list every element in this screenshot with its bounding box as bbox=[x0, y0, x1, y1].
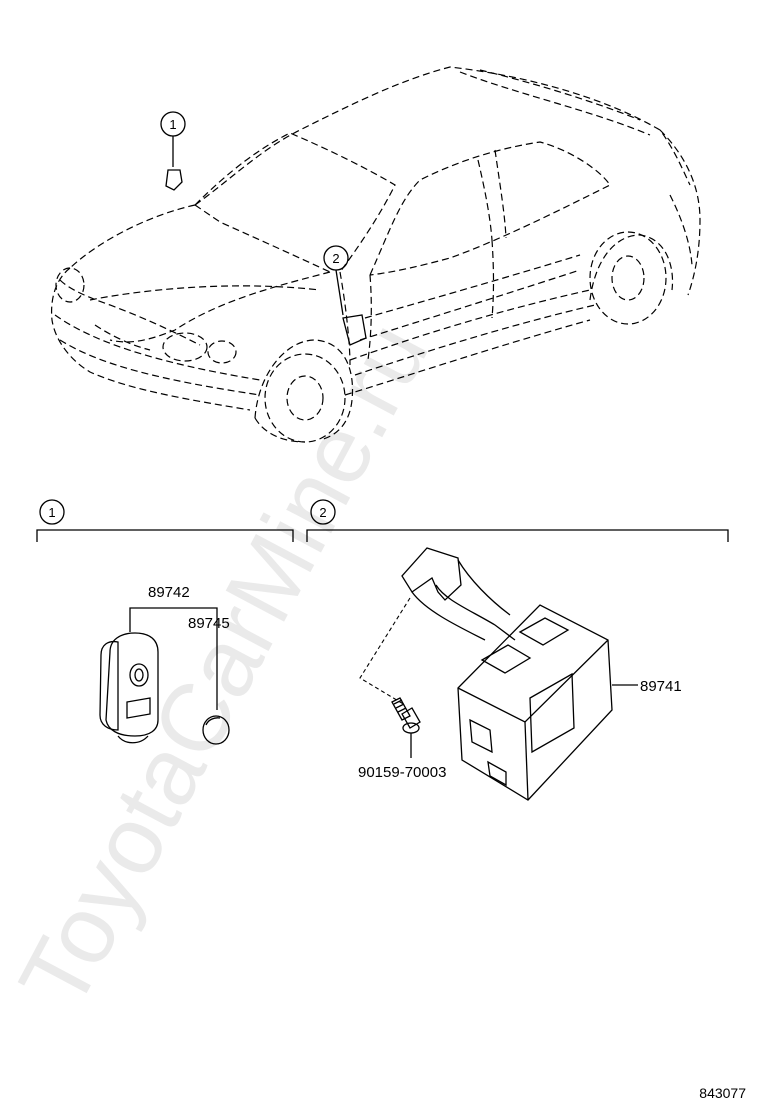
receiver-part: 89741 90159-70003 bbox=[358, 547, 682, 801]
section-2-header: 2 bbox=[306, 499, 729, 542]
car-illustration bbox=[50, 66, 701, 443]
callout-label: 1 bbox=[48, 505, 55, 520]
drawing-number: 843077 bbox=[699, 1085, 746, 1101]
callout-label: 2 bbox=[319, 505, 326, 520]
callout-label: 1 bbox=[169, 117, 176, 132]
watermark-text: ToyotaCarMine.ru bbox=[0, 306, 449, 1025]
callout-1-on-car: 1 bbox=[160, 111, 186, 191]
transmitter-part: 89742 89745 bbox=[99, 584, 230, 745]
section-1-header: 1 bbox=[36, 499, 294, 542]
part-number-89745: 89745 bbox=[188, 615, 230, 632]
part-number-89742: 89742 bbox=[148, 584, 190, 601]
callout-label: 2 bbox=[332, 251, 339, 266]
part-number-90159-70003: 90159-70003 bbox=[358, 764, 446, 781]
callout-2-on-car: 2 bbox=[323, 245, 367, 346]
part-number-89741: 89741 bbox=[640, 678, 682, 695]
